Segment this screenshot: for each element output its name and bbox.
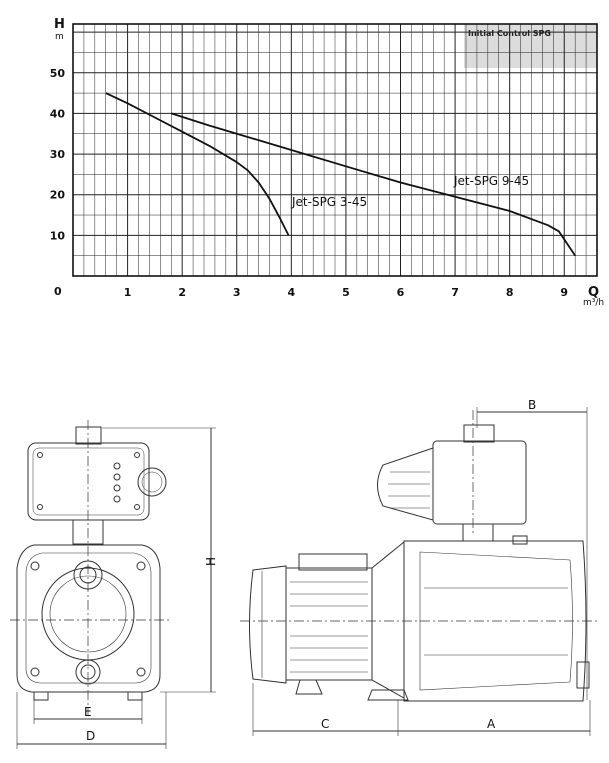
series-line-9-45 [171,112,576,257]
terminal-box [298,553,368,571]
motor-body [285,567,373,681]
pump-foot [127,691,143,701]
bolt-icon [136,561,146,571]
motor-end-cap [249,565,287,684]
indicator-led [113,484,121,492]
screw-icon [134,504,140,510]
drain-port-inner [80,664,96,680]
series-label-3-45: Jet-SPG 3-45 [291,195,367,209]
x-tick-label: 1 [124,286,132,299]
dim-h-label: H [204,557,218,566]
x-axis-symbol: Q [588,285,599,300]
y-axis-unit: m [55,32,64,42]
dim-d-label: D [86,729,95,743]
pump-foot-side [367,689,409,701]
dim-e-label: E [84,705,92,719]
screw-icon [134,452,140,458]
cable-gland [75,426,102,445]
control-box-inner [32,447,145,516]
indicator-led [113,462,121,470]
y-tick-label: 40 [50,107,66,120]
x-tick-label: 9 [560,286,568,299]
dim-a-label: A [487,717,496,731]
indicator-led [113,473,121,481]
screw-icon [37,452,43,458]
pump-foot [33,691,49,701]
x-tick-label: 4 [288,286,296,299]
x-tick-label: 2 [178,286,186,299]
dim-c-label: C [321,717,329,731]
riser-pipe [72,519,104,545]
side-port [576,661,590,689]
y-tick-label: 20 [50,189,66,202]
discharge-nut [512,535,528,545]
dim-b-label: B [528,398,536,412]
pump-body-side [403,540,587,702]
impeller-volute-inner [49,575,127,653]
pressure-gauge-inner [141,471,163,493]
adapter-flange [371,540,405,699]
discharge-port-inner [79,566,97,584]
x-tick-label: 8 [506,286,514,299]
bolt-icon [30,667,40,677]
chart-ticks: 1 2 3 4 5 6 7 8 9 10 20 30 40 50 [50,67,568,299]
control-head [432,440,527,525]
control-head-cap [463,424,495,443]
x-tick-label: 5 [342,286,350,299]
y-tick-label: 10 [50,229,66,242]
screw-icon [37,504,43,510]
x-tick-label: 7 [451,286,459,299]
side-view: B C A [240,398,600,736]
pump-housing-inner [25,552,152,684]
series-label-9-45: Jet-SPG 9-45 [453,174,529,188]
chart-frame [72,23,598,277]
motor-support-foot [295,679,323,695]
drain-port [75,659,101,685]
legend-box [464,24,597,68]
pressure-gauge-side [377,447,434,521]
pump-drawing: H E D [10,398,600,749]
pressure-gauge [137,467,167,497]
bolt-icon [136,667,146,677]
x-axis-unit: m³/h [583,298,604,308]
y-axis-symbol: H [54,17,65,32]
discharge-port [73,560,103,590]
x-tick-label: 6 [397,286,405,299]
x-tick-label: 3 [233,286,241,299]
bolt-icon [30,561,40,571]
series-line-3-45 [105,92,290,236]
origin-label: 0 [54,285,62,298]
control-box [27,442,150,521]
indicator-led [113,495,121,503]
front-view: H E D [10,420,218,749]
y-tick-label: 30 [50,148,66,161]
chart-series [105,92,576,257]
pump-body-taper [419,551,573,691]
discharge-connection [462,523,494,542]
pump-housing [16,544,161,693]
y-tick-label: 50 [50,67,66,80]
